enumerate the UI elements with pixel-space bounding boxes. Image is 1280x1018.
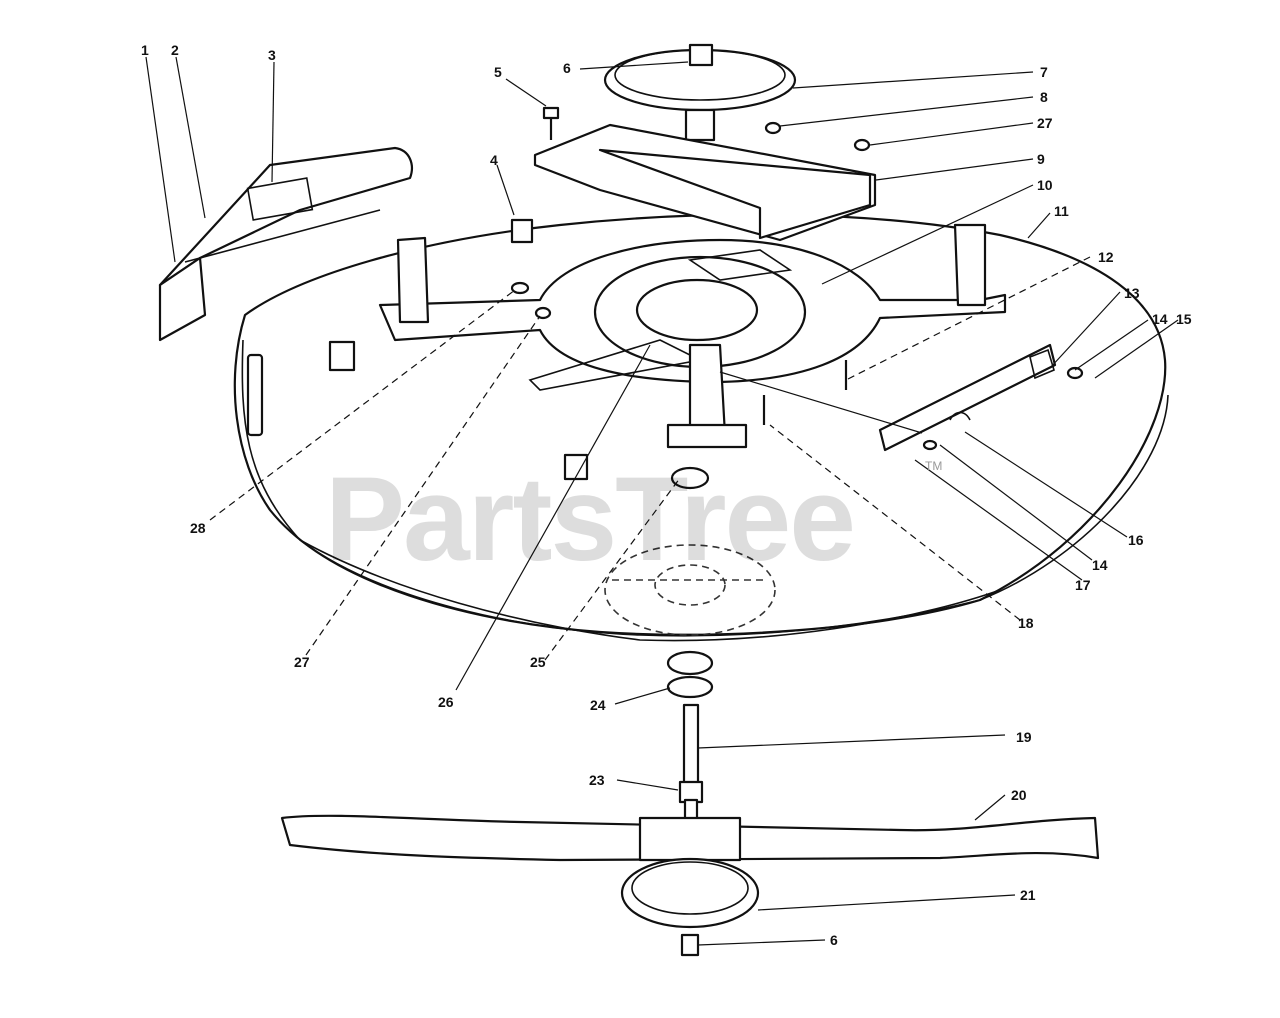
callout-3: 3 <box>268 47 276 63</box>
callout-8: 8 <box>1040 89 1048 105</box>
callout-16: 16 <box>1128 532 1144 548</box>
callout-19: 19 <box>1016 729 1032 745</box>
callout-6-top: 6 <box>563 60 571 76</box>
callout-27-upper: 27 <box>1037 115 1053 131</box>
callout-12: 12 <box>1098 249 1114 265</box>
callout-2: 2 <box>171 42 179 58</box>
callout-23: 23 <box>589 772 605 788</box>
mount-brackets <box>396 223 987 449</box>
callout-numbers: 1 2 3 4 5 6 7 8 27 9 10 11 12 13 14 15 1… <box>141 42 1192 948</box>
callout-17: 17 <box>1075 577 1091 593</box>
watermark-brand: PartsTree <box>325 452 854 586</box>
callout-25: 25 <box>530 654 546 670</box>
callout-28: 28 <box>190 520 206 536</box>
mower-blade <box>280 814 1100 862</box>
callout-4: 4 <box>490 152 498 168</box>
callout-15: 15 <box>1176 311 1192 327</box>
callout-6-bottom: 6 <box>830 932 838 948</box>
height-adjust-bar <box>878 343 1084 452</box>
callout-27-lower: 27 <box>294 654 310 670</box>
callout-11: 11 <box>1054 203 1069 219</box>
callout-leaders <box>145 56 1179 946</box>
callout-24: 24 <box>590 697 606 713</box>
callout-10: 10 <box>1037 177 1053 193</box>
callout-9: 9 <box>1037 151 1045 167</box>
callout-14-lower: 14 <box>1092 557 1108 573</box>
callout-7: 7 <box>1040 64 1048 80</box>
callout-18: 18 <box>1018 615 1034 631</box>
watermark-trademark: TM <box>925 459 942 473</box>
callout-5: 5 <box>494 64 502 80</box>
hardware <box>510 106 871 425</box>
callout-21: 21 <box>1020 887 1036 903</box>
discharge-deflector <box>158 146 413 342</box>
callout-26: 26 <box>438 694 454 710</box>
callout-20: 20 <box>1011 787 1027 803</box>
callout-14-upper: 14 <box>1152 311 1168 327</box>
mounting-plate <box>533 123 877 242</box>
callout-1: 1 <box>141 42 149 58</box>
blade-adapter-spider <box>378 238 1007 391</box>
drive-pulley <box>603 43 797 142</box>
blade-retainer <box>620 857 760 957</box>
callout-13: 13 <box>1124 285 1140 301</box>
spindle-assembly <box>604 466 776 847</box>
